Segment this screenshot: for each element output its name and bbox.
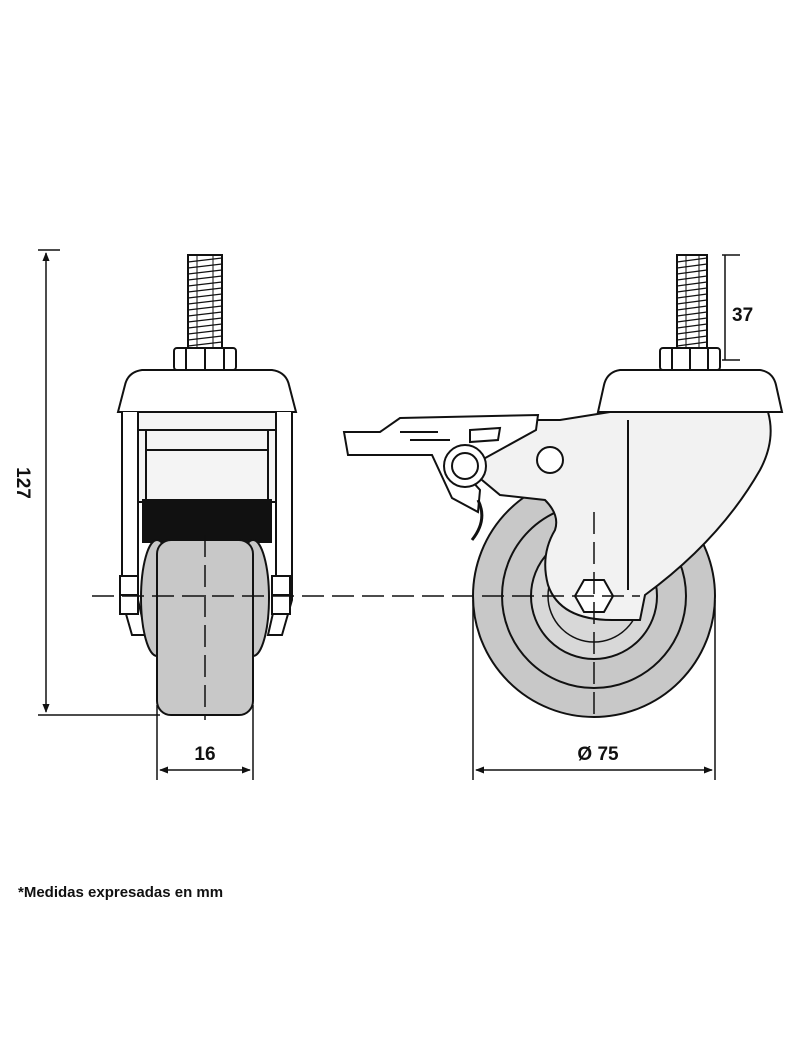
width-dimension-label: 16 (194, 744, 215, 765)
side-top-plate (596, 369, 784, 413)
front-bracket (121, 411, 293, 636)
front-top-plate (116, 369, 298, 413)
diameter-dimension-label: Ø 75 (577, 744, 619, 765)
front-black-band (142, 499, 272, 543)
units-footnote: *Medidas expresadas en mm (18, 884, 224, 901)
center-lines (92, 512, 640, 720)
front-view (116, 254, 298, 716)
front-nut (173, 347, 237, 371)
stem-dimension-label: 37 (732, 305, 753, 326)
side-rivet (536, 446, 564, 474)
dimension-lines (38, 249, 740, 780)
height-dimension-label: 127 (12, 467, 33, 499)
side-threaded-stem (676, 254, 708, 351)
front-threaded-stem (187, 254, 223, 351)
side-view (342, 254, 784, 718)
side-nut (659, 347, 721, 371)
